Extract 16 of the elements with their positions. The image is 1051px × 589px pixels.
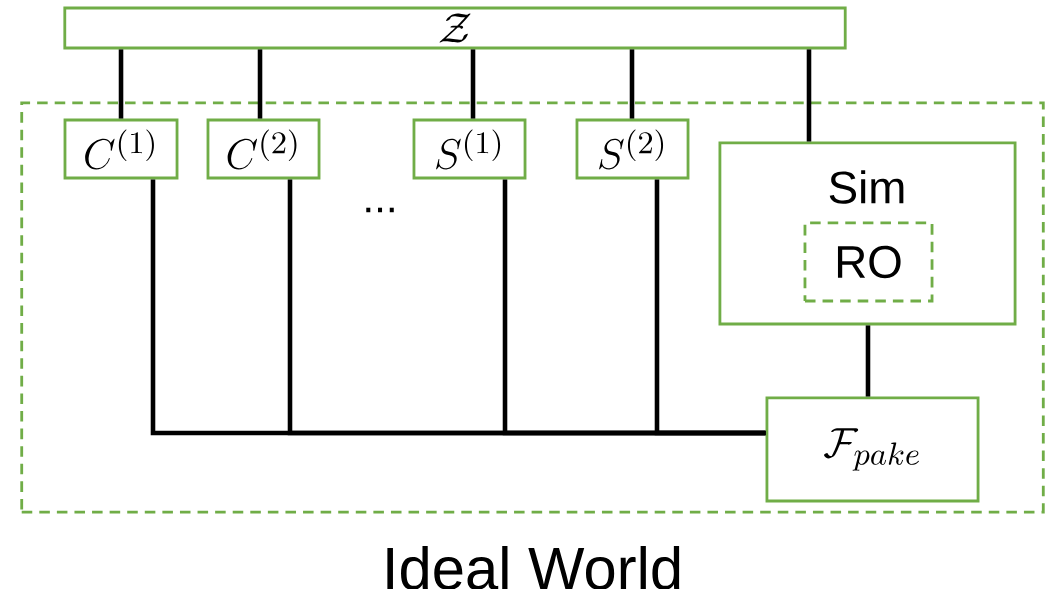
connector-line [654, 179, 766, 436]
process-box: $S^{(1)}$ [412, 118, 527, 180]
connector-line [865, 325, 871, 397]
connector-line [629, 49, 635, 119]
process-box: $\mathcal{F}_{pake}$ [765, 396, 980, 503]
connector-line [470, 49, 476, 119]
process-box: $C^{(1)}$ [63, 118, 179, 180]
process-box: $C^{(2)}$ [206, 118, 321, 180]
connector-line [118, 49, 124, 119]
dashed-box: RO [803, 221, 934, 303]
process-box: $S^{(2)}$ [575, 118, 690, 180]
connector-line [257, 49, 263, 119]
node-label: Ideal World [387, 545, 680, 589]
ellipsis: ... [366, 207, 394, 213]
connector-line [806, 49, 812, 142]
process-box: $\mathcal{Z}$ [63, 6, 847, 50]
